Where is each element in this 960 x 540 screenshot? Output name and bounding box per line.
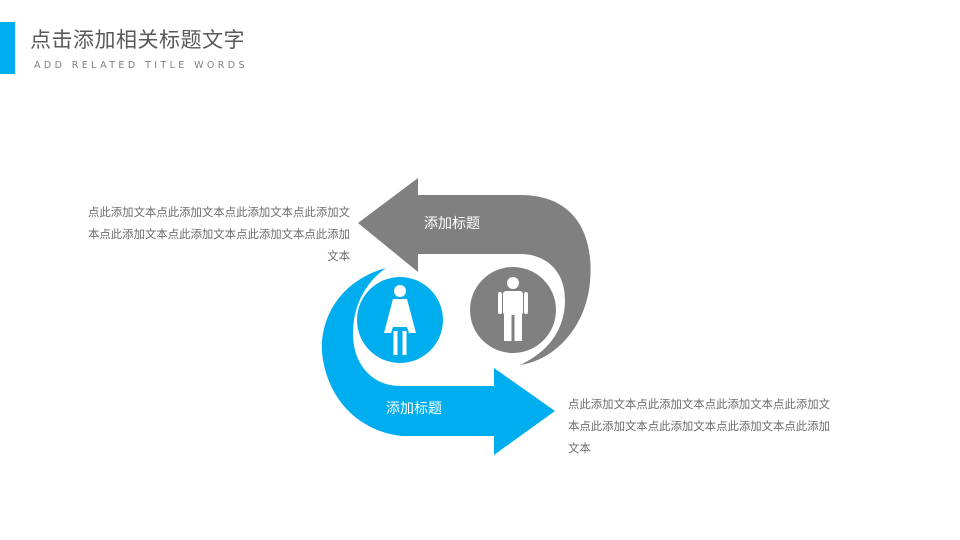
male-person-icon — [498, 277, 528, 341]
page-title: 点击添加相关标题文字 — [30, 28, 245, 52]
blue-curved-arrow — [321, 268, 555, 455]
gray-arrow-label: 添加标题 — [424, 216, 480, 232]
gray-curved-arrow — [358, 178, 591, 365]
female-person-icon — [384, 285, 416, 355]
title-accent-bar — [0, 22, 15, 74]
right-description-text: 点此添加文本点此添加文本点此添加文本点此添加文本点此添加文本点此添加文本点此添加… — [568, 397, 830, 455]
blue-arrow-label: 添加标题 — [386, 401, 442, 417]
left-description-text: 点此添加文本点此添加文本点此添加文本点此添加文本点此添加文本点此添加文本点此添加… — [88, 205, 350, 263]
page-subtitle: ADD RELATED TITLE WORDS — [34, 60, 248, 71]
